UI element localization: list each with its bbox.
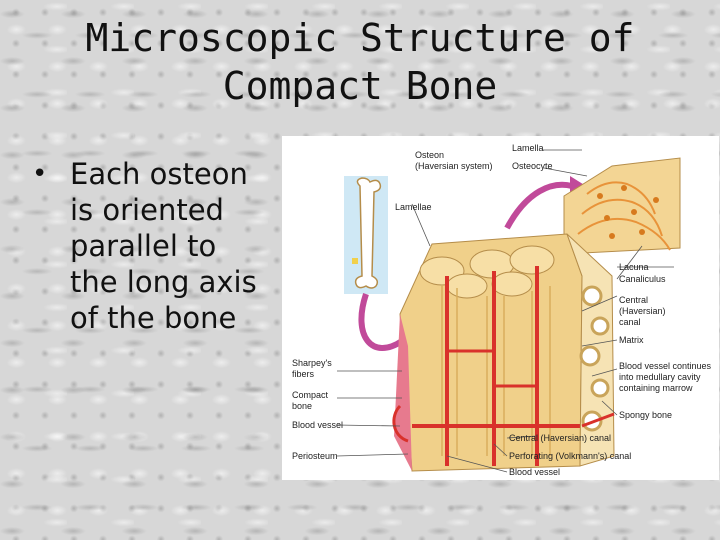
- label-blood-vessel-left: Blood vessel: [292, 420, 343, 430]
- label-blood-vessel-bottom: Blood vessel: [509, 467, 560, 477]
- label-central-canal-3: canal: [619, 317, 641, 327]
- bone-diagram: Lamella Osteon (Haversian system) Osteoc…: [282, 136, 719, 480]
- label-bv-continues-1: Blood vessel continues: [619, 361, 712, 371]
- label-compact-1: Compact: [292, 390, 329, 400]
- spongy-bone: [566, 233, 615, 467]
- label-perforating-canal: Perforating (Volkmann's) canal: [509, 451, 631, 461]
- arrow-to-block-icon: [358, 293, 404, 351]
- label-central-canal-bottom: Central (Haversian) canal: [509, 433, 611, 443]
- label-lamella: Lamella: [512, 143, 544, 153]
- bullet-text: Each osteon is oriented parallel to the …: [70, 157, 257, 335]
- label-sharpeys-1: Sharpey's: [292, 358, 332, 368]
- label-central-canal-1: Central: [619, 295, 648, 305]
- arrow-to-osteon-icon: [504, 181, 573, 230]
- label-bv-continues-3: containing marrow: [619, 383, 693, 393]
- long-bone-inset: [344, 176, 388, 294]
- label-osteocyte: Osteocyte: [512, 161, 553, 171]
- osteon-detail: [563, 157, 681, 255]
- slide-title: Microscopic Structure of Compact Bone: [0, 14, 720, 110]
- label-spongy-bone: Spongy bone: [619, 410, 672, 420]
- bullet-dot-icon: •: [32, 159, 48, 189]
- title-line-1: Microscopic Structure of: [85, 16, 635, 60]
- bullet-list: • Each osteon is oriented parallel to th…: [30, 156, 288, 336]
- leader-lines: [336, 149, 674, 473]
- label-periosteum: Periosteum: [292, 451, 338, 461]
- label-lacuna: Lacuna: [619, 262, 649, 272]
- label-compact-2: bone: [292, 401, 312, 411]
- label-matrix: Matrix: [619, 335, 644, 345]
- compact-bone-block: [392, 233, 583, 472]
- label-osteon: Osteon: [415, 150, 444, 160]
- label-sharpeys-2: fibers: [292, 369, 315, 379]
- label-haversian-system: (Haversian system): [415, 161, 493, 171]
- label-lamellae: Lamellae: [395, 202, 432, 212]
- label-central-canal-2: (Haversian): [619, 306, 666, 316]
- label-canaliculus: Canaliculus: [619, 274, 666, 284]
- label-bv-continues-2: into medullary cavity: [619, 372, 701, 382]
- title-line-2: Compact Bone: [222, 64, 498, 108]
